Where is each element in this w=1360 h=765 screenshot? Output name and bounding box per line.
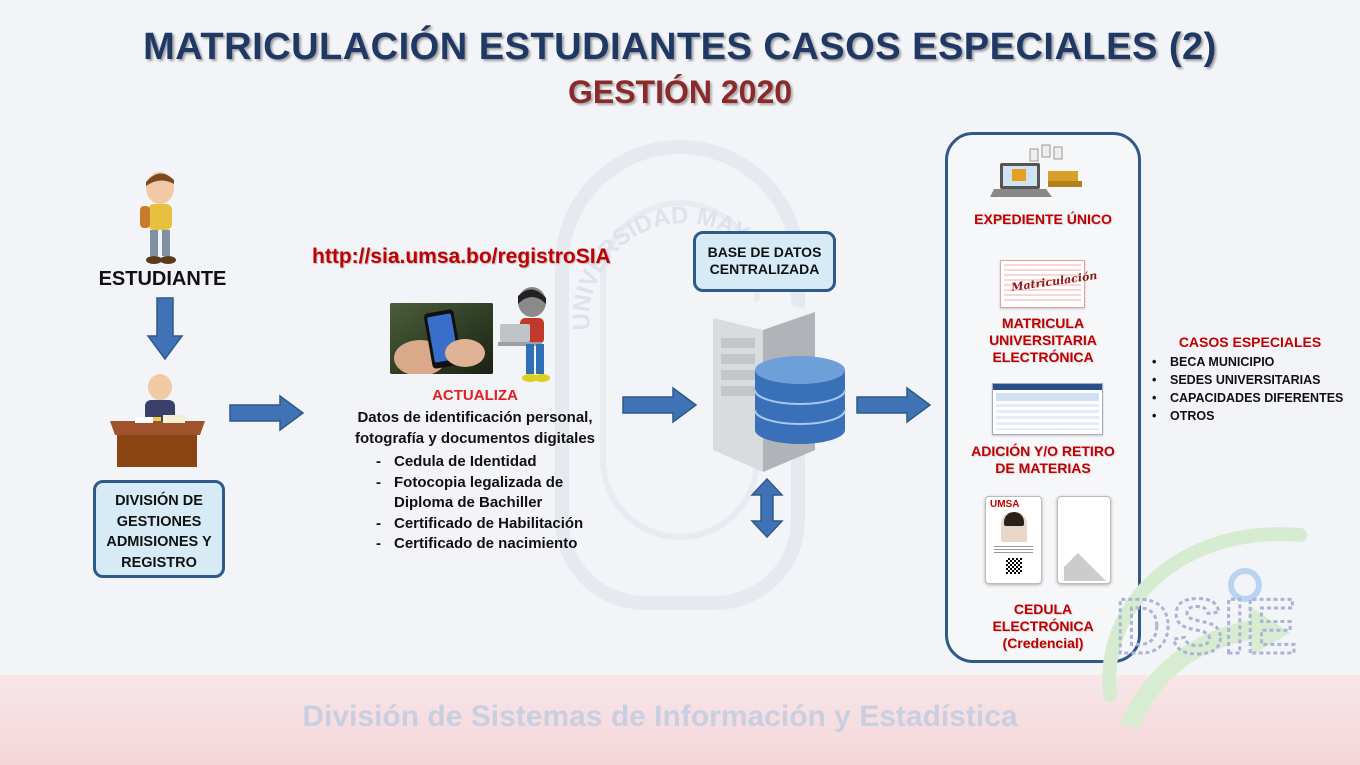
digital-files-icon — [990, 144, 1082, 197]
cedula-label: CEDULA ELECTRÓNICA (Credencial) — [992, 601, 1094, 651]
expediente-label: EXPEDIENTE ÚNICO — [974, 211, 1112, 227]
page-subtitle: GESTIÓN 2020 — [567, 74, 793, 110]
actualiza-heading: ACTUALIZA — [432, 387, 518, 404]
casos-list: BECA MUNICIPIO SEDES UNIVERSITARIAS CAPA… — [1150, 353, 1355, 425]
smartphone-photo — [390, 303, 493, 374]
id-card-back — [1057, 496, 1111, 584]
document-item: Fotocopia legalizada de Diploma de Bachi… — [370, 473, 605, 514]
card-photo — [1000, 512, 1027, 542]
matricula-label: MATRICULA UNIVERSITARIA ELECTRÓNICA — [989, 315, 1097, 365]
person-laptop-icon — [498, 287, 550, 382]
adicion-screenshot-image — [992, 383, 1103, 435]
arrow-down-icon — [146, 297, 184, 361]
dsie-logo-text: DSIE — [1115, 582, 1297, 670]
casos-heading: CASOS ESPECIALES — [1178, 334, 1322, 350]
division-admissions-box: DIVISIÓN DE GESTIONES ADMISIONES Y REGIS… — [93, 480, 225, 578]
footer-text: División de Sistemas de Información y Es… — [302, 700, 1018, 733]
casos-item: CAPACIDADES DIFERENTES — [1150, 389, 1355, 407]
database-box: BASE DE DATOS CENTRALIZADA — [693, 231, 836, 292]
actualiza-description-line2: fotografía y documentos digitales — [354, 430, 596, 447]
document-item: Cedula de Identidad — [370, 452, 605, 473]
documents-list: Cedula de Identidad Fotocopia legalizada… — [370, 452, 605, 555]
casos-item: BECA MUNICIPIO — [1150, 353, 1355, 371]
arrow-right-icon — [856, 386, 932, 424]
bidirectional-arrow-icon — [750, 477, 784, 539]
arrow-right-icon — [622, 386, 698, 424]
server-database-icon — [713, 298, 846, 472]
dsie-logo: DSIE — [1102, 527, 1307, 727]
id-card-front: UMSA — [985, 496, 1042, 584]
arrow-right-icon — [229, 394, 305, 432]
qr-code-icon — [1005, 558, 1022, 574]
matricula-document-image: Matriculación — [1000, 260, 1098, 308]
student-label: ESTUDIANTE — [98, 268, 227, 290]
casos-item: SEDES UNIVERSITARIAS — [1150, 371, 1355, 389]
page-title: MATRICULACIÓN ESTUDIANTES CASOS ESPECIAL… — [143, 26, 1217, 68]
card-brand: UMSA — [990, 499, 1020, 510]
casos-item: OTROS — [1150, 407, 1355, 425]
actualiza-description: Datos de identificación personal, fotogr… — [345, 407, 605, 449]
adicion-label: ADICIÓN Y/O RETIRO DE MATERIAS — [971, 443, 1115, 476]
clerk-at-desk-icon — [110, 374, 205, 467]
registro-url-link[interactable]: http://sia.umsa.bo/registroSIA — [312, 245, 611, 268]
actualiza-description-line1: Datos de identificación personal, — [357, 409, 593, 426]
student-figure-icon — [140, 172, 176, 264]
document-item: Certificado de Habilitación — [370, 514, 605, 535]
document-item: Certificado de nacimiento — [370, 534, 605, 555]
